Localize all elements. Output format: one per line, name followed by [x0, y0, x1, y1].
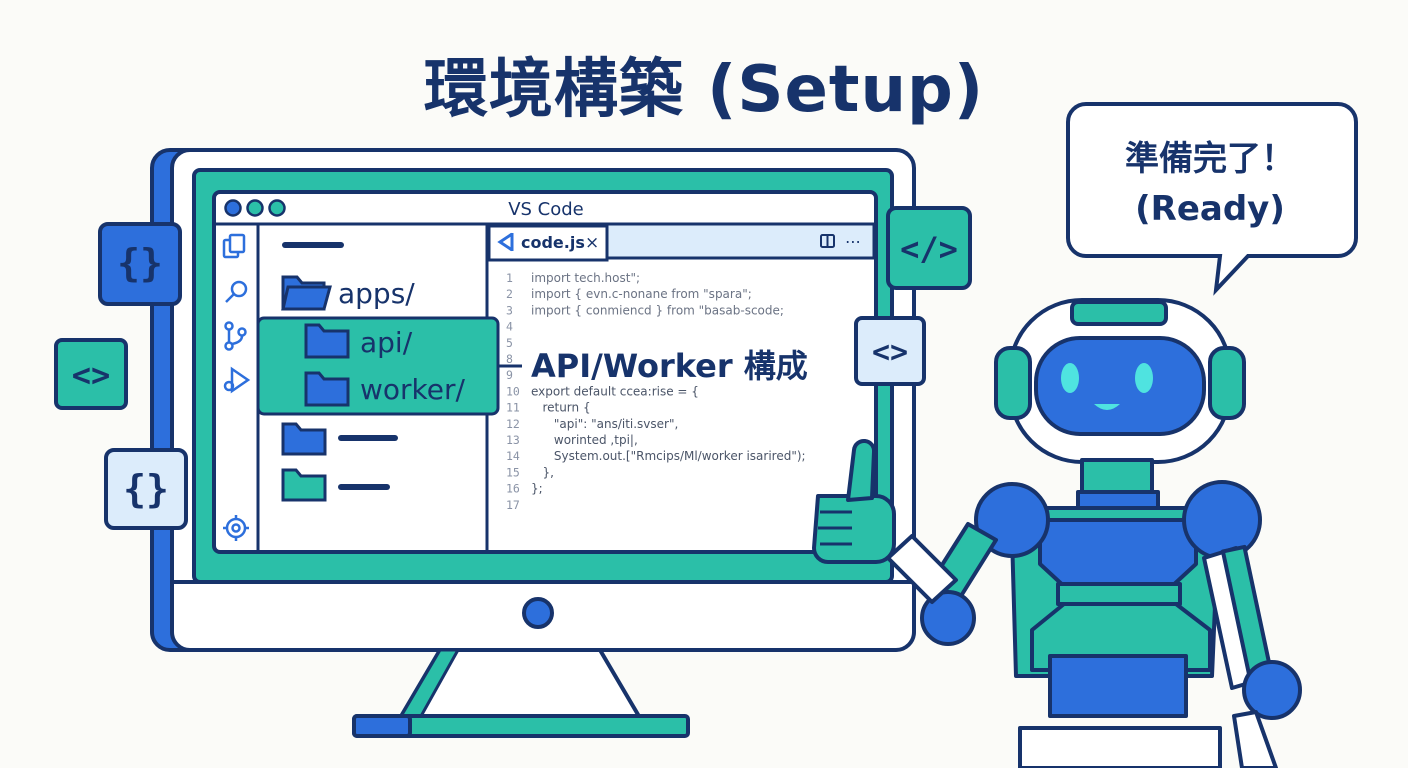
code-line-text[interactable]: import { evn.c-nonane from "spara"; [531, 287, 752, 301]
tab-close-icon[interactable]: × [585, 233, 599, 253]
code-line-number: 8 [506, 352, 513, 366]
code-line-text[interactable]: export default ccea:rise = { [531, 384, 699, 398]
code-line-text[interactable]: }; [531, 482, 543, 496]
folder-label-apps[interactable]: apps/ [338, 277, 415, 310]
code-line-number: 12 [506, 417, 520, 431]
code-line-number: 10 [506, 384, 520, 398]
code-line-text[interactable]: import { conmiencd } from "basab-scode; [531, 303, 784, 317]
robot-smile [1094, 404, 1120, 410]
folder-placeholder-bar-1 [338, 435, 398, 441]
code-line-number: 2 [506, 287, 513, 301]
code-line-number: 15 [506, 465, 520, 479]
window-title: VS Code [508, 199, 584, 220]
folder-icon-unlabeled-2 [281, 468, 327, 502]
explorer-header-bar [282, 242, 344, 248]
code-line-number: 4 [506, 320, 513, 334]
robot-face-screen [1034, 336, 1206, 436]
badge-angle-left-mid: <> [54, 338, 128, 410]
code-line-number: 3 [506, 303, 513, 317]
code-line-text[interactable]: worinted ,tpi|, [531, 433, 638, 447]
code-line-number: 5 [506, 336, 513, 350]
code-line-number: 1 [506, 271, 513, 285]
folder-icon-worker [304, 371, 350, 407]
folder-icon-api [304, 323, 350, 359]
code-line-number: 16 [506, 482, 520, 496]
angle-brackets-icon: <> [72, 356, 111, 394]
code-line-number: 14 [506, 449, 520, 463]
folder-label-api[interactable]: api/ [360, 326, 413, 359]
code-line-text[interactable]: System.out.["Rmcips/Ml/worker isarired")… [531, 449, 806, 463]
folder-icon-unlabeled-1 [281, 422, 327, 456]
robot-mascot [812, 298, 1302, 768]
braces-icon: {} [123, 467, 169, 511]
run-debug-icon[interactable] [223, 366, 251, 394]
explorer-icon[interactable] [222, 233, 246, 259]
search-icon[interactable] [225, 280, 248, 303]
split-editor-icon[interactable] [820, 234, 835, 248]
code-line-number: 17 [506, 498, 520, 512]
code-line-text[interactable]: }, [531, 465, 554, 479]
robot-eye-right [1135, 363, 1153, 393]
tab-label: code.js [521, 233, 585, 252]
code-editor[interactable]: 1 import tech.host"; 2 import { evn.c-nonan… [506, 271, 806, 512]
more-actions-icon[interactable]: ⋯ [845, 232, 861, 251]
window-minimize-dot[interactable] [246, 199, 264, 217]
braces-icon: {} [117, 241, 163, 285]
vscode-window: apps/ api/ worker/ code.js × [212, 190, 878, 554]
robot-eye-left [1061, 363, 1079, 393]
badge-braces-left-bottom: {} [104, 448, 188, 530]
tab-code-js[interactable] [487, 224, 609, 262]
code-line-text[interactable]: "api": "ans/iti.svser", [531, 417, 678, 431]
angle-brackets-icon: <> [872, 335, 908, 370]
source-control-icon[interactable] [224, 321, 247, 351]
code-line-number: 9 [506, 368, 513, 382]
window-maximize-dot[interactable] [268, 199, 286, 217]
code-line-number: 11 [506, 401, 520, 415]
closing-tag-icon: </> [900, 230, 958, 268]
code-line-number: 13 [506, 433, 520, 447]
code-line-text[interactable]: return { [531, 401, 591, 415]
folder-label-worker[interactable]: worker/ [360, 373, 465, 406]
settings-gear-icon[interactable] [223, 515, 249, 541]
speech-bubble: 準備完了！ (Ready) [1066, 102, 1358, 296]
vscode-logo-icon [497, 232, 514, 252]
code-line-text[interactable]: import tech.host"; [531, 271, 640, 285]
power-button-icon [522, 597, 554, 629]
speech-bubble-line1: 準備完了！ [1125, 139, 1295, 179]
badge-angle-right-mid: <> [854, 316, 926, 386]
api-worker-annotation: API/Worker 構成 [531, 347, 808, 385]
badge-closing-tag-right-top: </> [886, 206, 972, 290]
window-close-dot[interactable] [224, 199, 242, 217]
folder-placeholder-bar-2 [338, 484, 390, 490]
folder-icon-apps [281, 275, 332, 311]
page-title: 環境構築 (Setup) [423, 53, 985, 127]
speech-bubble-line2: (Ready) [1135, 189, 1285, 229]
badge-braces-left-top: {} [98, 222, 182, 306]
